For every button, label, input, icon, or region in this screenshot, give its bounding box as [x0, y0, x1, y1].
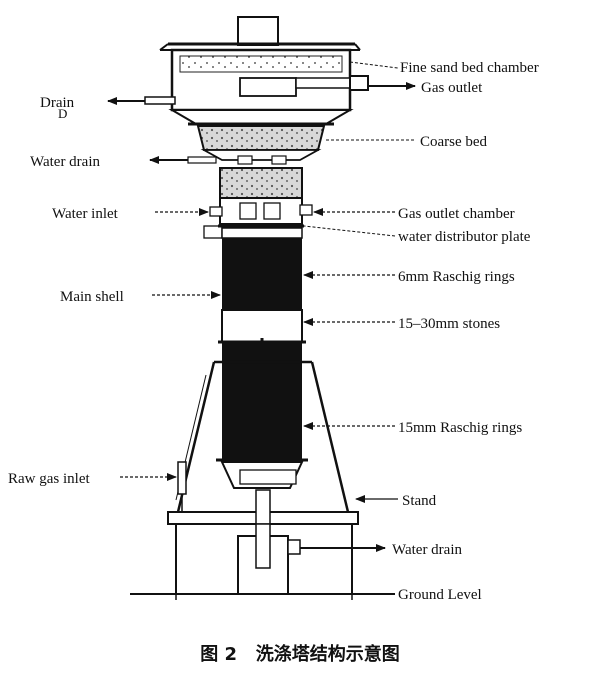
figure-caption: 图 2 洗涤塔结构示意图 [200, 643, 400, 665]
label-water-drain-bottom: Water drain [392, 542, 463, 558]
label-main-shell: Main shell [60, 289, 124, 305]
label-raschig-6mm: 6mm Raschig rings [398, 269, 515, 285]
label-water-inlet: Water inlet [52, 206, 119, 222]
label-stones: 15–30mm stones [398, 316, 500, 332]
bottom-drain [237, 489, 301, 595]
drain-pipe [144, 96, 176, 105]
label-drain: Drain [40, 95, 75, 111]
main-shell [216, 224, 308, 489]
gas-outlet-chamber [203, 167, 313, 239]
label-water-drain-top: Water drain [30, 154, 101, 170]
funnel [168, 109, 354, 126]
labels: Fine sand bed chamber Gas outlet Drain D… [8, 60, 539, 603]
fine-sand-bed-chamber [170, 48, 369, 112]
label-coarse-bed: Coarse bed [420, 134, 488, 150]
ground-line [130, 593, 395, 600]
label-gas-outlet-chamber: Gas outlet chamber [398, 206, 515, 222]
label-stand: Stand [402, 493, 437, 509]
coarse-bed [187, 125, 326, 165]
label-ground-level: Ground Level [398, 587, 482, 603]
label-fine-sand-bed-chamber: Fine sand bed chamber [400, 60, 539, 76]
label-raw-gas-inlet: Raw gas inlet [8, 471, 90, 487]
top-cap [159, 16, 361, 51]
label-gas-outlet: Gas outlet [421, 80, 483, 96]
label-raschig-15mm: 15mm Raschig rings [398, 420, 522, 436]
label-water-distributor-plate: water distributor plate [398, 229, 531, 245]
label-drain-sub: D [58, 106, 67, 121]
leaders [107, 61, 416, 552]
